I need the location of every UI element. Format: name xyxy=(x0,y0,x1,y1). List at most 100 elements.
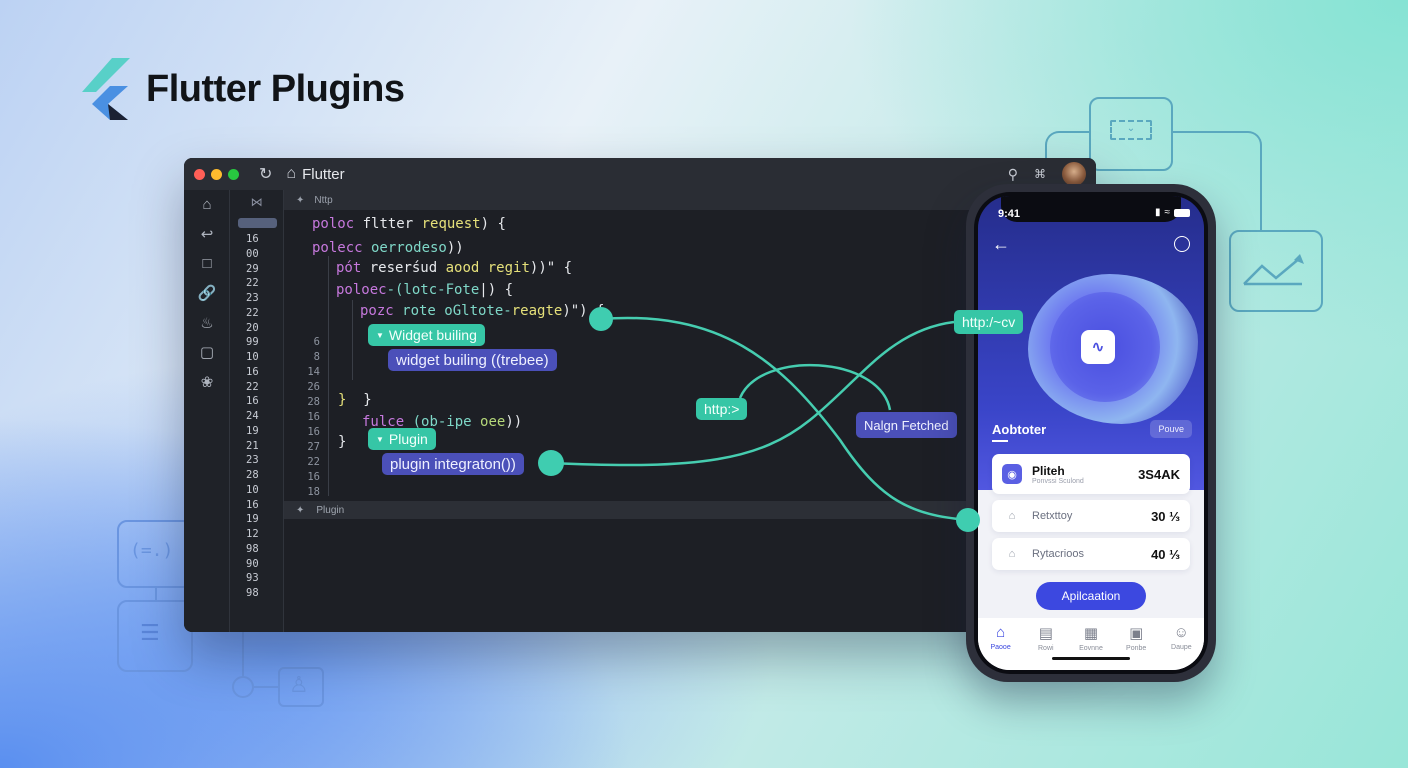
nav-item-note[interactable]: ▣ Ponbe xyxy=(1116,624,1156,670)
gutter-selection xyxy=(238,218,277,228)
line-number: 24 xyxy=(246,410,259,422)
search-icon[interactable]: ⚲ xyxy=(1007,165,1018,182)
inner-line-number: 16 xyxy=(307,471,320,483)
code-line: poloc fltter request) { xyxy=(312,216,506,232)
extensions-icon[interactable]: ⌘ xyxy=(1034,167,1046,181)
user-avatar[interactable] xyxy=(1062,162,1086,186)
diagram-connector xyxy=(155,588,157,602)
diagram-connector xyxy=(254,686,278,688)
split-icon[interactable]: ⋈ xyxy=(250,195,263,209)
signal-icon: ▮ xyxy=(1154,207,1161,218)
home-icon[interactable]: ⌂ xyxy=(286,165,297,182)
code-line: } } xyxy=(338,392,372,408)
inner-line-number: 26 xyxy=(307,381,320,393)
battery-icon xyxy=(1174,208,1190,217)
nav-label: Rowi xyxy=(1038,645,1054,652)
flutter-logo-icon xyxy=(82,58,130,120)
reload-icon[interactable]: ↻ xyxy=(259,166,273,183)
close-window-button[interactable] xyxy=(194,168,205,180)
line-number: 10 xyxy=(246,483,259,496)
card-subtitle: Ponvssi Sculond xyxy=(1032,477,1084,485)
inner-line-number: 18 xyxy=(307,486,320,498)
puzzle-icon[interactable]: ♨ xyxy=(200,314,214,332)
brackets-icon: (=.) xyxy=(130,540,174,561)
activity-bar: ⌂ ↩ □ 🔗 ♨ ▢ ❀ xyxy=(184,190,230,632)
line-number-gutter: ⋈ 16 00 29 22 23 22 20 99 10 16 22 16 24… xyxy=(230,190,284,632)
link-icon[interactable]: 🔗 xyxy=(197,285,217,303)
brand-header: Flutter Plugins xyxy=(82,58,405,120)
http-tag[interactable]: http:> xyxy=(696,398,748,420)
select-icon[interactable]: □ xyxy=(202,255,212,273)
line-number: 00 xyxy=(246,247,259,260)
bug-icon: ✦ xyxy=(296,194,305,206)
connection-node[interactable] xyxy=(538,450,564,476)
http-phone-tag[interactable]: http:/~cv xyxy=(954,310,1024,334)
user-icon: ♙ xyxy=(289,672,309,697)
status-icons: ▮ ≈ xyxy=(1155,207,1190,218)
maximize-window-button[interactable] xyxy=(228,168,239,180)
wifi-icon: ≈ xyxy=(1164,207,1171,218)
line-number: 12 xyxy=(246,528,259,540)
phone-screen: 9:41 ▮ ≈ ← ∿ Aobtoter Pouve ◉ Pliteh Pon… xyxy=(978,196,1204,670)
analytics-app-icon[interactable]: ∿ xyxy=(1081,330,1115,364)
panel-label: Plugin xyxy=(316,504,345,516)
back-arrow-icon[interactable]: ← xyxy=(992,234,1010,254)
line-number: 22 xyxy=(246,306,259,319)
ide-titlebar: ↻ ⌂ Flutter ⚲ ⌘ xyxy=(184,158,1096,190)
code-line: pozc rote oGltote-reagte)") { xyxy=(360,303,605,319)
card-item[interactable]: ⌂ Retxttoy 30 ⅓ xyxy=(992,500,1190,532)
tab-label: Nttp xyxy=(314,194,333,206)
note-icon: ▣ xyxy=(1129,625,1144,642)
line-number: 20 xyxy=(246,321,259,334)
connection-node[interactable] xyxy=(589,307,613,331)
square-icon[interactable]: ▢ xyxy=(199,344,215,362)
widget-tag-label: Widget builing xyxy=(388,327,477,343)
phone-mockup: 9:41 ▮ ≈ ← ∿ Aobtoter Pouve ◉ Pliteh Pon… xyxy=(966,184,1216,682)
line-number: 19 xyxy=(246,513,259,526)
diagram-connector xyxy=(1172,131,1262,231)
indent-guide xyxy=(328,256,329,496)
nav-item-profile[interactable]: ☺ Daupe xyxy=(1161,624,1201,670)
nav-item-document[interactable]: ▤ Rowi xyxy=(1026,624,1066,670)
connection-node[interactable] xyxy=(956,508,980,532)
line-number: 99 xyxy=(246,336,259,349)
document-icon: ▤ xyxy=(1038,625,1053,642)
home-outline-icon: ⌂ xyxy=(1008,548,1016,560)
nav-item-calendar[interactable]: ▦ Eovnne xyxy=(1071,624,1111,670)
nav-label: Paooe xyxy=(990,644,1011,651)
plugin-call-label[interactable]: plugin integraton()) xyxy=(382,453,524,475)
application-button[interactable]: Apilcaation xyxy=(1036,582,1146,610)
widget-tag[interactable]: ▼ Widget builing xyxy=(368,324,485,346)
editor-tab[interactable]: ✦ Nttp xyxy=(284,190,1096,210)
plugin-icon: ✦ xyxy=(296,504,305,516)
minimize-window-button[interactable] xyxy=(211,168,222,180)
card-primary[interactable]: ◉ Pliteh Ponvssi Sculond 3S4AK xyxy=(992,454,1190,494)
home-icon[interactable]: ⌂ xyxy=(202,196,212,214)
plugin-tag-label: Plugin xyxy=(388,431,428,447)
fetched-tag[interactable]: Nalgn Fetched xyxy=(856,412,957,438)
chevron-down-icon: ▼ xyxy=(376,434,384,444)
plugin-tag[interactable]: ▼ Plugin xyxy=(368,428,436,450)
inner-line-number: 6 xyxy=(313,336,320,348)
card-item[interactable]: ⌂ Rytacrioos 40 ⅓ xyxy=(992,538,1190,570)
line-number: 21 xyxy=(246,439,259,452)
line-number: 90 xyxy=(246,557,259,570)
card-title: Pliteh xyxy=(1032,463,1065,478)
inner-line-number: 14 xyxy=(307,366,320,378)
widget-call-label[interactable]: widget builing ((trebee) xyxy=(388,349,557,371)
nav-item-home[interactable]: ⌂ Paooe xyxy=(981,624,1021,670)
timer-icon[interactable] xyxy=(1174,236,1190,252)
ide-window: ↻ ⌂ Flutter ⚲ ⌘ ⌂ ↩ □ 🔗 ♨ ▢ ❀ ⋈ 16 00 29… xyxy=(184,158,1096,632)
code-editor[interactable]: 6 8 14 26 28 16 16 27 22 16 18 poloc flt… xyxy=(284,210,1096,632)
line-number: 23 xyxy=(246,292,259,304)
line-number: 16 xyxy=(246,395,259,408)
line-number: 16 xyxy=(246,365,259,378)
status-time: 9:41 xyxy=(998,208,1021,220)
list-icon: ☰ xyxy=(140,620,160,645)
house-outline-icon[interactable]: ↩ xyxy=(200,226,214,244)
plugin-icon: ◉ xyxy=(1002,464,1022,484)
section-underline xyxy=(992,440,1008,442)
inner-line-number: 27 xyxy=(307,441,320,453)
pause-chip[interactable]: Pouve xyxy=(1150,420,1192,438)
settings-icon[interactable]: ❀ xyxy=(200,373,214,391)
